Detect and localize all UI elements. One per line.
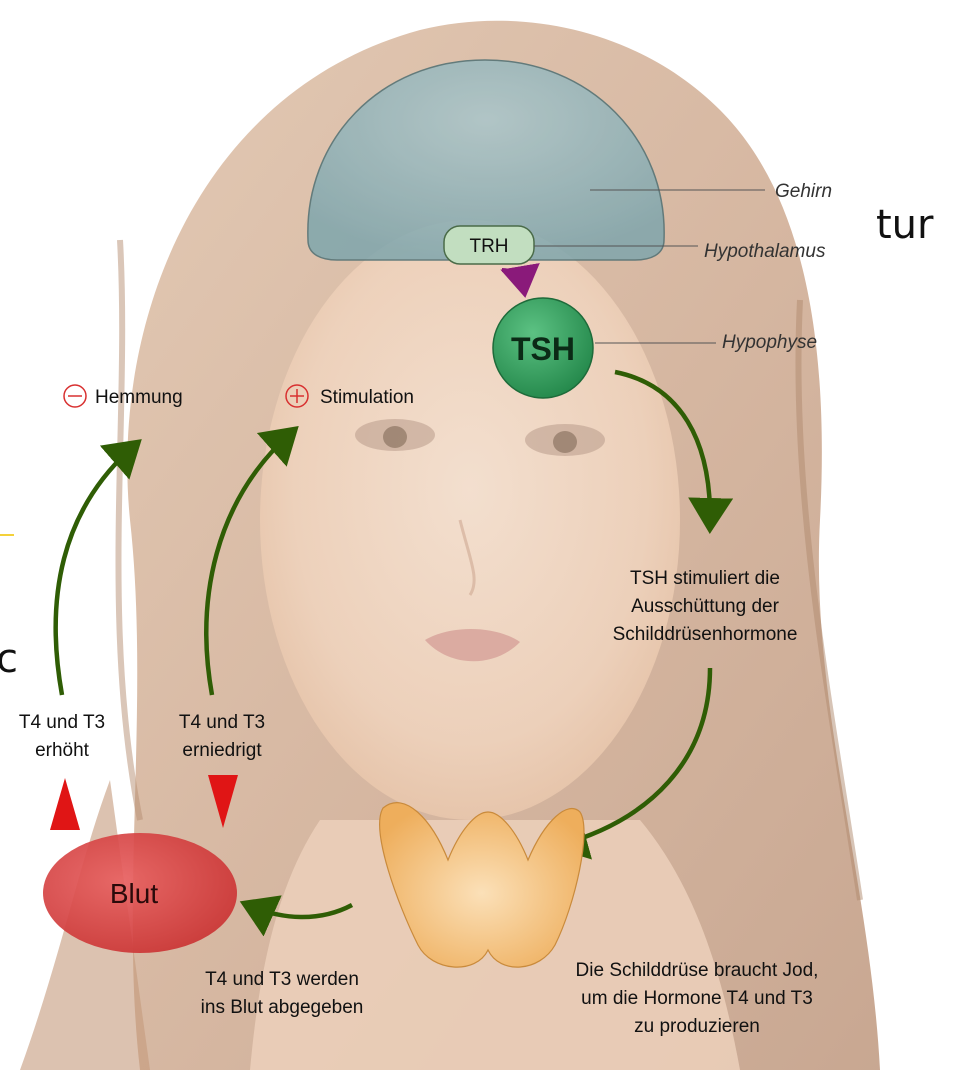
legend-inhibition: Hemmung — [64, 385, 183, 408]
increase-triangle-icon — [50, 778, 80, 830]
iodine-line-2: um die Hormone T4 und T3 — [581, 988, 813, 1009]
brain-label: Gehirn — [775, 181, 832, 202]
pituitary-label: Hypophyse — [722, 332, 817, 353]
legend-stimulation-label: Stimulation — [320, 387, 414, 408]
tsh-note: TSH stimuliert die Ausschüttung der Schi… — [613, 568, 798, 645]
tsh-note-line-1: TSH stimuliert die — [630, 568, 780, 589]
low-level-line-1: T4 und T3 — [179, 712, 265, 733]
release-line-2: ins Blut abgegeben — [201, 997, 364, 1018]
tsh-label: TSH — [511, 331, 575, 367]
legend-inhibition-label: Hemmung — [95, 387, 183, 408]
iodine-line-1: Die Schilddrüse braucht Jod, — [576, 960, 819, 981]
hypothalamus-label: Hypothalamus — [704, 241, 826, 262]
iodine-line-3: zu produzieren — [634, 1016, 760, 1037]
high-level-line-1: T4 und T3 — [19, 712, 105, 733]
edge-fragment-left: c — [0, 636, 18, 682]
low-level-line-2: erniedrigt — [182, 740, 262, 761]
high-level-label: T4 und T3 erhöht — [19, 712, 105, 761]
release-line-1: T4 und T3 werden — [205, 969, 359, 990]
high-level-line-2: erhöht — [35, 740, 90, 761]
blood-label: Blut — [110, 878, 158, 909]
tsh-note-line-3: Schilddrüsenhormone — [613, 624, 798, 645]
trh-label: TRH — [469, 236, 508, 257]
tsh-note-line-2: Ausschüttung der — [631, 596, 780, 617]
edge-fragment-right: tur — [876, 202, 934, 248]
